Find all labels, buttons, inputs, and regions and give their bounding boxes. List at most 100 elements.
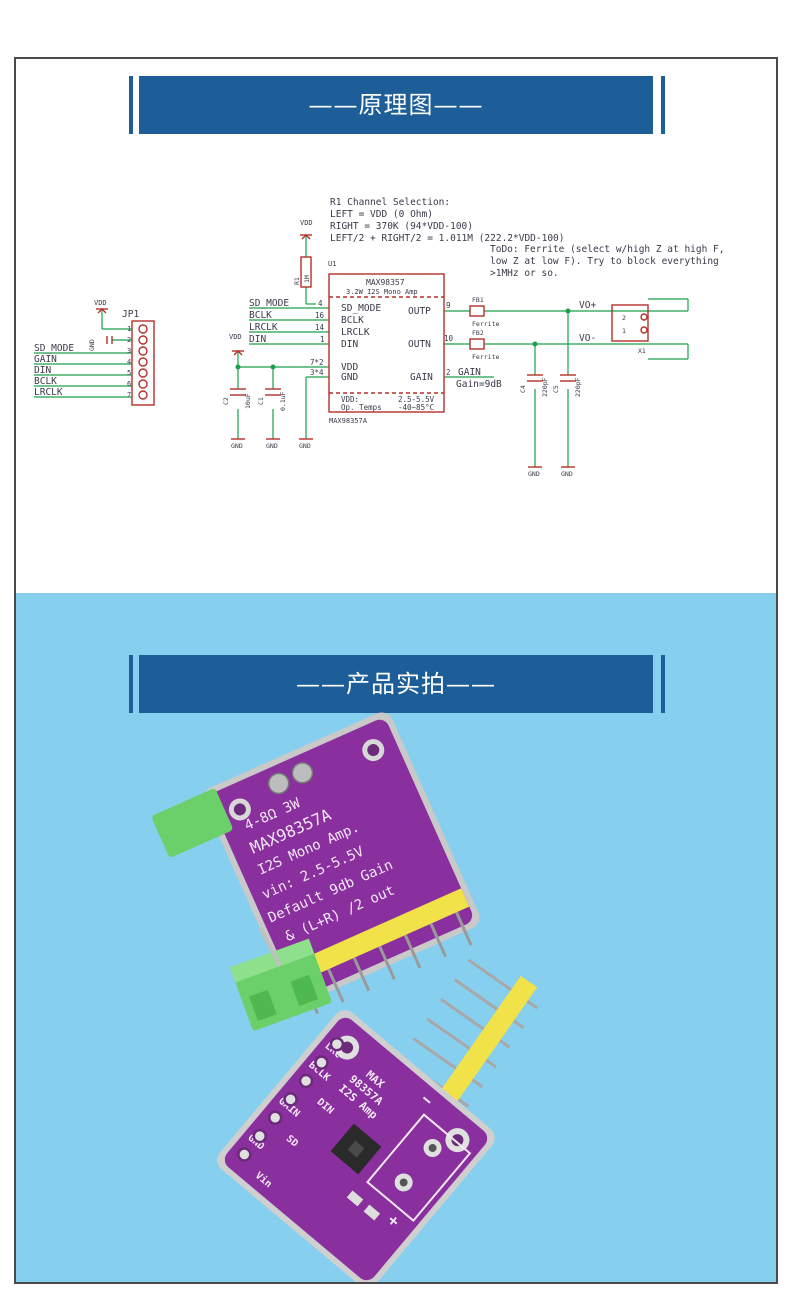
- jp1-pin-3: 3: [127, 347, 131, 355]
- u1-vdd-spec: VDD:: [341, 395, 359, 404]
- u1-num-2: 2: [446, 368, 451, 377]
- todo-line-2: low Z at low F). Try to block everything: [490, 256, 719, 267]
- x1-pin-1: 1: [622, 327, 626, 335]
- net-din: DIN: [249, 334, 266, 345]
- note-line-3: RIGHT = 370K (94*VDD-100): [330, 221, 473, 232]
- wires: [34, 235, 689, 467]
- note-line-1: R1 Channel Selection:: [330, 197, 450, 208]
- gain-note: Gain=9dB: [456, 379, 502, 390]
- u1-pin-outn: OUTN: [408, 339, 431, 350]
- c1-ref: C1: [257, 397, 265, 405]
- u1-num-4: 4: [318, 299, 323, 308]
- junctions: [235, 308, 571, 370]
- u1-pin-outp: OUTP: [408, 306, 431, 317]
- net-gain: GAIN: [458, 367, 481, 378]
- u1-num-3x4: 3*4: [310, 368, 324, 377]
- u1-part: MAX98357: [366, 278, 405, 287]
- u1-num-10: 10: [444, 334, 454, 343]
- u1-vdd-range: 2.5-5.5V: [398, 395, 435, 404]
- net-bclk: BCLK: [249, 310, 272, 321]
- terminal-block-top: [152, 789, 233, 857]
- photo-banner: ——产品实拍——: [129, 655, 665, 713]
- jp1-sig-din: DIN: [34, 365, 51, 376]
- fb1-ref: FB1: [472, 296, 484, 304]
- banner-edge-right: [661, 76, 665, 134]
- u1-pin-gain: GAIN: [410, 372, 433, 383]
- u1-num-9: 9: [446, 301, 451, 310]
- jp1-pin-5: 5: [127, 369, 131, 377]
- board-top: 4-8Ω 3W MAX98357A I2S Mono Amp. vin: 2.5…: [152, 712, 480, 1015]
- banner-bar: [139, 655, 653, 713]
- fb2-ref: FB2: [472, 329, 484, 337]
- c4-value: 220pF: [541, 377, 549, 397]
- banner-edge-right: [661, 655, 665, 713]
- net-sdmode: SD_MODE: [249, 298, 289, 309]
- u1-pin-sdmode: SD_MODE: [341, 303, 381, 314]
- todo-line-3: >1MHz or so.: [490, 268, 559, 279]
- c5-ref: C5: [552, 385, 560, 393]
- net-vdd-rail: VDD: [229, 333, 242, 341]
- jp1-ref: JP1: [122, 309, 139, 320]
- c5-value: 220pF: [574, 377, 582, 397]
- u1-ref: U1: [328, 260, 336, 268]
- screw-icon: [291, 762, 314, 784]
- photo-title: ——产品实拍——: [296, 670, 496, 698]
- c1-value: 0.1uF: [279, 391, 287, 411]
- schematic-banner: ——原理图——: [129, 76, 665, 134]
- banner-edge-left: [129, 76, 133, 134]
- todo-line-1: ToDo: Ferrite (select w/high Z at high F…: [490, 244, 725, 255]
- gnd-label-ic: GND: [299, 442, 311, 450]
- u1-pin-gnd: GND: [341, 372, 358, 383]
- photo-section: ——产品实拍—— 4-8Ω 3W MAX98357A I2S Mono Amp.…: [16, 593, 776, 1282]
- note-line-2: LEFT = VDD (0 Ohm): [330, 209, 433, 220]
- jp1-gnd: GND: [88, 339, 96, 351]
- fb1-value: Ferrite: [472, 320, 499, 328]
- r1-ref: R1: [293, 277, 301, 285]
- net-vo-plus: VO+: [579, 300, 596, 311]
- gnd-label-c5: GND: [561, 470, 573, 478]
- schematic-labels: R1 Channel Selection: LEFT = VDD (0 Ohm)…: [34, 197, 725, 478]
- x1-ref: X1: [638, 347, 646, 355]
- schematic-section: ——原理图——: [16, 59, 776, 593]
- banner-edge-left: [129, 655, 133, 713]
- u1-pin-lrclk: LRCLK: [341, 327, 370, 338]
- jp1-sig-sdmode: SD_MODE: [34, 343, 74, 354]
- jp1-pin-2: 2: [127, 336, 131, 344]
- jp1-sig-bclk: BCLK: [34, 376, 57, 387]
- u1-pin-bclk: BCLK: [341, 315, 364, 326]
- schematic-title: ——原理图——: [308, 91, 484, 119]
- note-line-4: LEFT/2 + RIGHT/2 = 1.011M (222.2*VDD-100…: [330, 233, 565, 244]
- schematic-diagram: R1 Channel Selection: LEFT = VDD (0 Ohm)…: [34, 197, 725, 478]
- c2-value: 10uF: [244, 393, 252, 409]
- net-vdd-r1: VDD: [300, 219, 313, 227]
- u1-subtitle: 3.2W I2S Mono Amp: [346, 288, 418, 296]
- u1-temp-range: -40~85°C: [398, 403, 434, 412]
- jp1-sig-gain: GAIN: [34, 354, 57, 365]
- gnd-label-c1: GND: [266, 442, 278, 450]
- r1-value: 1M: [303, 275, 311, 283]
- fb2-value: Ferrite: [472, 353, 499, 361]
- c2-ref: C2: [222, 397, 230, 405]
- jp1-pin-6: 6: [127, 380, 131, 388]
- u1-num-7x2: 7*2: [310, 358, 324, 367]
- net-vo-minus: VO-: [579, 333, 596, 344]
- jp1-sig-lrclk: LRCLK: [34, 387, 63, 398]
- jp1-pin-1: 1: [127, 325, 131, 333]
- component-bodies: [131, 256, 649, 413]
- u1-pin-vdd: VDD: [341, 362, 358, 373]
- product-photo: 4-8Ω 3W MAX98357A I2S Mono Amp. vin: 2.5…: [152, 712, 539, 1282]
- u1-footer: MAX98357A: [329, 417, 368, 425]
- board-front: MAX 98357A I2S Amp − + LRC BCLK DIN GAIN…: [217, 1010, 495, 1282]
- c4-ref: C4: [519, 385, 527, 393]
- u1-num-14: 14: [315, 323, 325, 332]
- net-lrclk: LRCLK: [249, 322, 278, 333]
- u1-num-1: 1: [320, 335, 325, 344]
- banner-bar: [139, 76, 653, 134]
- jp1-pin-4: 4: [127, 358, 131, 366]
- page-frame: ——原理图——: [14, 57, 778, 1284]
- gnd-label-c2: GND: [231, 442, 243, 450]
- u1-num-16: 16: [315, 311, 325, 320]
- u1-temp-label: Op. Temps: [341, 403, 382, 412]
- gnd-label-c4: GND: [528, 470, 540, 478]
- jp1-vdd: VDD: [94, 299, 107, 307]
